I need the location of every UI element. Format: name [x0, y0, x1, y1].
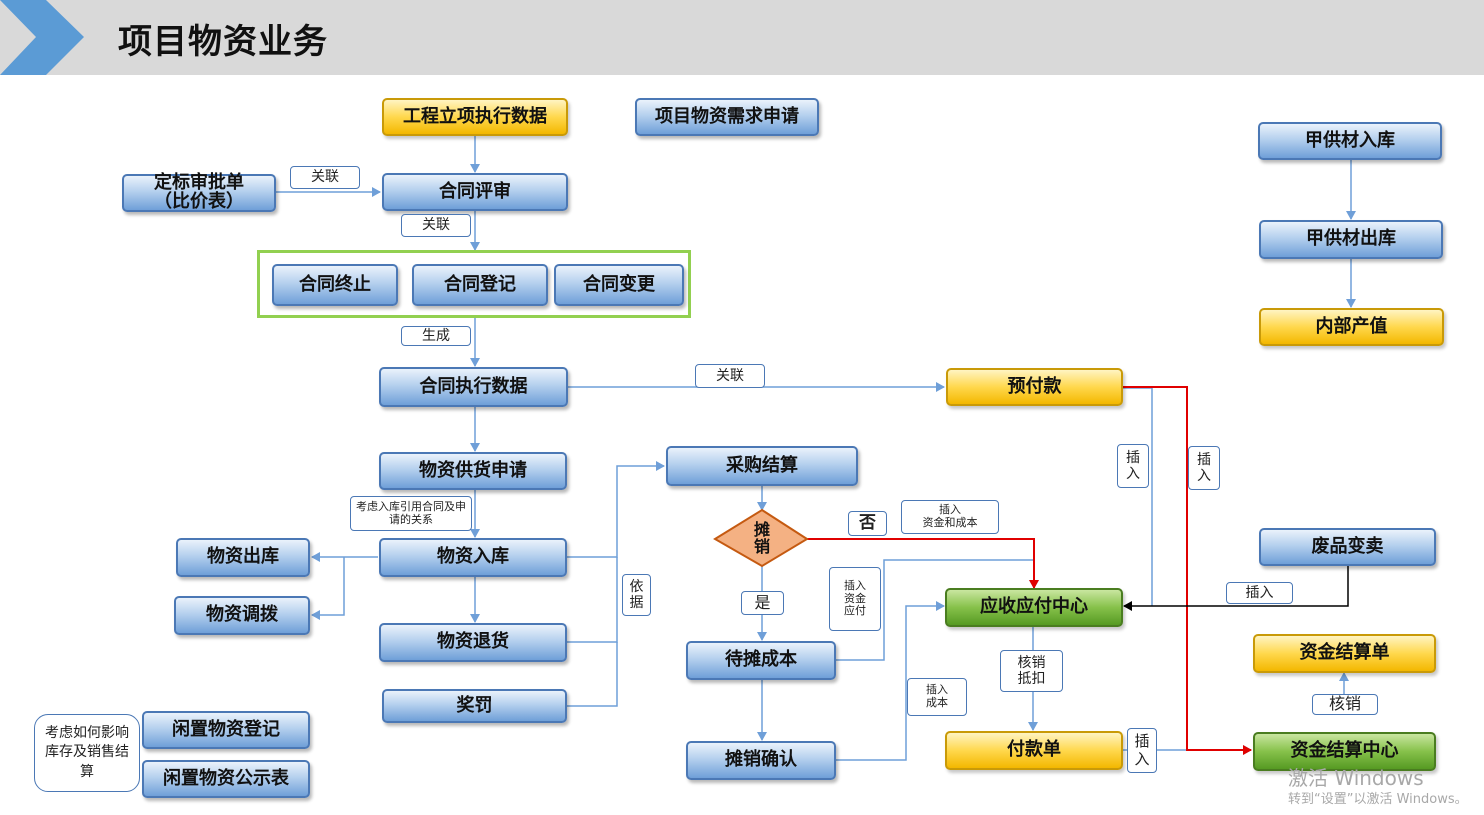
verify-label: 核销	[1312, 694, 1378, 715]
contract-terminate-node: 合同终止	[272, 264, 398, 306]
amortize-diamond[interactable]	[713, 508, 809, 568]
link-label-2: 关联	[401, 214, 471, 237]
contract-group	[257, 250, 691, 318]
amortize-label: 摊 销	[753, 520, 770, 556]
project-exec-data-node: 工程立项执行数据	[382, 98, 568, 136]
basis-label: 依据	[622, 574, 651, 616]
pending-cost-node: 待摊成本	[686, 641, 836, 680]
insert-label-v3: 插入	[1127, 728, 1157, 773]
fund-settle-center-node: 资金结算中心	[1253, 732, 1436, 771]
internal-output-node: 内部产值	[1259, 308, 1444, 346]
watermark-subtitle: 转到“设置”以激活 Windows。	[1288, 792, 1468, 807]
amortize-confirm-node: 摊销确认	[686, 741, 836, 780]
material-demand-node: 项目物资需求申请	[635, 98, 819, 136]
insert-label-v1: 插入	[1117, 444, 1149, 488]
insert-label-h: 插入	[1226, 582, 1293, 604]
page-title: 项目物资业务	[118, 22, 328, 62]
bid-approval-node: 定标审批单 （比价表）	[122, 173, 276, 212]
scrap-sale-node: 废品变卖	[1259, 528, 1436, 566]
header-bar	[0, 0, 1484, 75]
fund-settle-doc-node: 资金结算单	[1253, 634, 1436, 673]
insert-fund-cost-label: 插入 资金和成本	[901, 500, 999, 534]
stockin-note-label: 考虑入库引用合同及申请的关系	[350, 496, 472, 531]
owner-supply-out-node: 甲供材出库	[1259, 220, 1443, 259]
insert-cost-label: 插入 成本	[907, 678, 967, 716]
stock-out-node: 物资出库	[176, 538, 310, 577]
watermark-title: 激活 Windows	[1288, 766, 1424, 790]
insert-label-v2: 插入	[1188, 446, 1220, 490]
return-node: 物资退货	[379, 623, 567, 662]
payment-order-node: 付款单	[945, 731, 1123, 770]
purchase-settle-node: 采购结算	[666, 446, 858, 486]
link-label-3: 关联	[695, 364, 765, 388]
idle-publish-node: 闲置物资公示表	[142, 760, 310, 798]
ar-ap-center-node: 应收应付中心	[945, 588, 1123, 627]
chevron-icon	[0, 0, 84, 75]
contract-exec-data-node: 合同执行数据	[379, 367, 568, 407]
prepayment-node: 预付款	[946, 368, 1123, 406]
contract-change-node: 合同变更	[554, 264, 684, 306]
no-label: 否	[848, 511, 887, 536]
contract-register-node: 合同登记	[412, 264, 548, 306]
link-label-1: 关联	[290, 166, 360, 189]
yes-label: 是	[741, 591, 784, 615]
owner-supply-in-node: 甲供材入库	[1258, 122, 1442, 160]
verify-deduct-label: 核销 抵扣	[1000, 650, 1063, 692]
contract-review-node: 合同评审	[382, 173, 568, 211]
idle-register-node: 闲置物资登记	[142, 711, 310, 749]
idle-note: 考虑如何影响库存及销售结算	[34, 714, 140, 792]
insert-fund-payable-label: 插入 资金 应付	[829, 567, 881, 631]
transfer-node: 物资调拨	[174, 596, 310, 635]
supply-request-node: 物资供货申请	[379, 452, 567, 490]
stock-in-node: 物资入库	[379, 538, 567, 577]
reward-penalty-node: 奖罚	[382, 689, 567, 723]
generate-label: 生成	[401, 326, 471, 346]
